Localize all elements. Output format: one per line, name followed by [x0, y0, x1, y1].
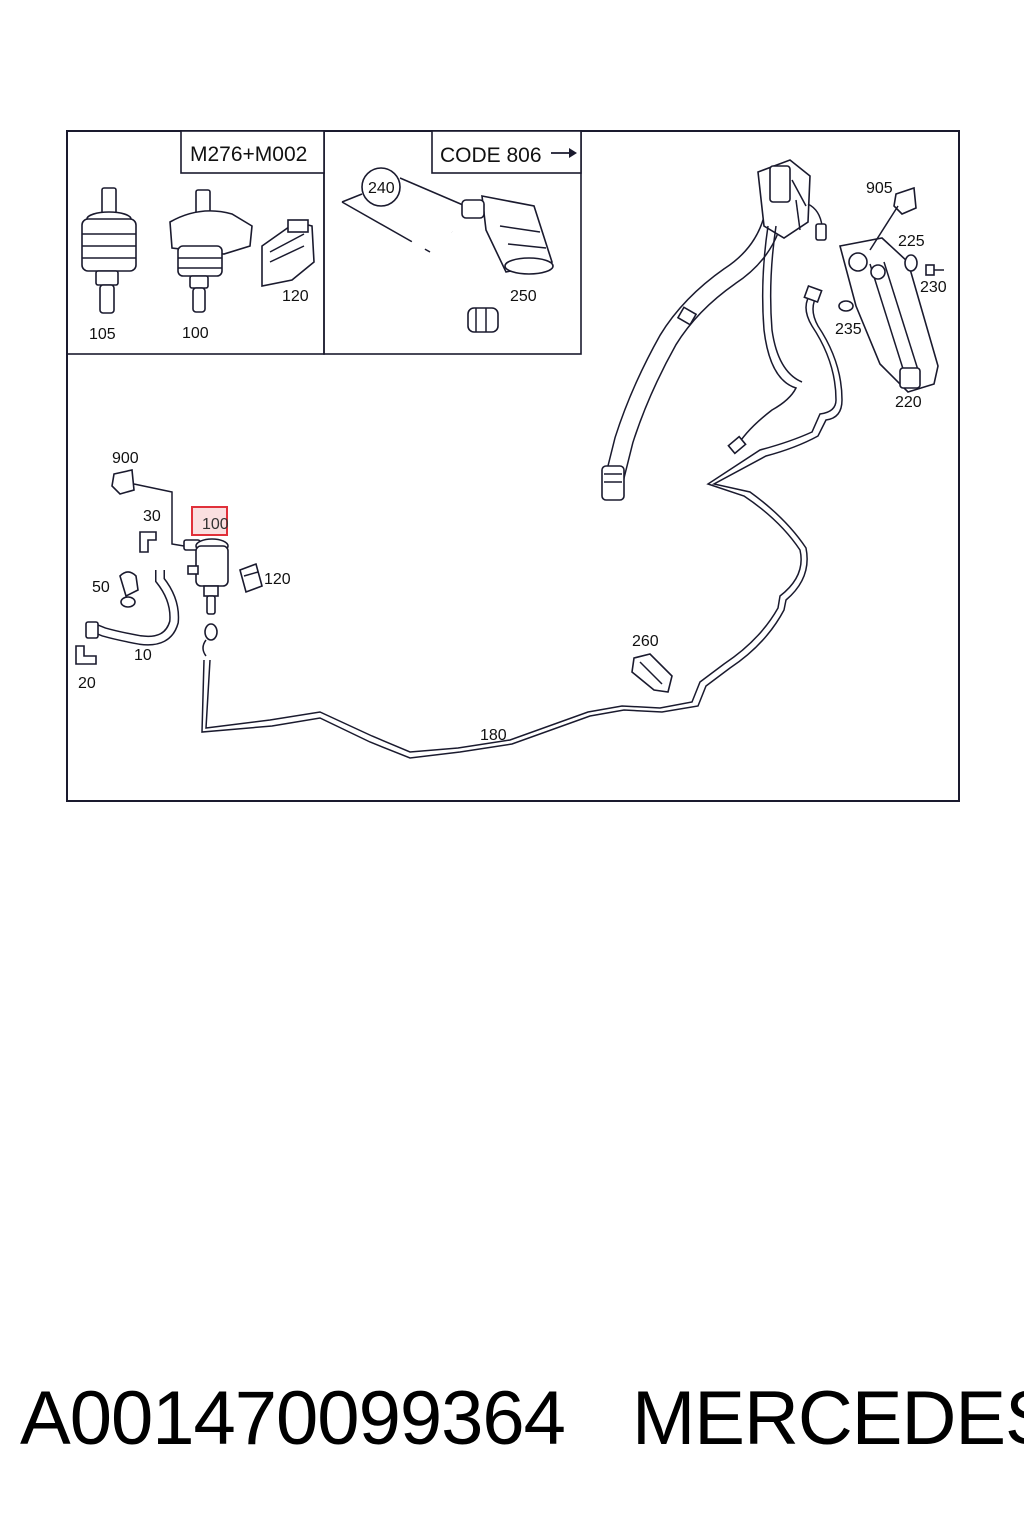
part-number: A001470099364	[20, 1376, 566, 1461]
label-180: 180	[480, 727, 507, 744]
label-100-inset: 100	[182, 325, 209, 342]
right-arrow-icon	[551, 148, 577, 158]
label-100-highlight: 100	[202, 516, 229, 533]
purge-line-drawing	[201, 284, 843, 759]
part-260-drawing	[631, 653, 673, 693]
label-50: 50	[92, 579, 110, 596]
part-225-drawing	[904, 254, 918, 272]
label-225: 225	[898, 233, 925, 250]
label-260: 260	[632, 633, 659, 650]
part-905-drawing	[869, 186, 917, 251]
part-20-drawing	[75, 645, 97, 665]
label-105: 105	[89, 326, 116, 343]
label-10: 10	[134, 647, 152, 664]
label-250: 250	[510, 288, 537, 305]
main-fuel-hose-drawing	[601, 202, 786, 501]
part-100-main-drawing	[183, 538, 229, 615]
part-240-hose-drawing	[405, 223, 499, 333]
inset-left-title: M276+M002	[190, 143, 307, 166]
callout-240-circle	[361, 167, 401, 207]
part-250-drawing	[461, 195, 554, 275]
part-30-drawing	[139, 531, 157, 553]
brand-name: MERCEDES	[632, 1376, 1024, 1461]
label-905: 905	[866, 180, 893, 197]
inset-right-title-box	[431, 130, 582, 174]
caption: A001470099364 MERCEDES	[0, 1375, 1024, 1475]
vent-line-drawing	[727, 225, 803, 455]
inset-right-title: CODE 806	[440, 144, 542, 167]
label-240: 240	[368, 180, 395, 197]
label-20: 20	[78, 675, 96, 692]
filler-neck-drawing	[757, 159, 827, 241]
label-900: 900	[112, 450, 139, 467]
label-220: 220	[895, 394, 922, 411]
part-120-inset-drawing	[261, 219, 315, 287]
label-120-inset: 120	[282, 288, 309, 305]
label-230: 230	[920, 279, 947, 296]
hose-clip-drawing	[202, 623, 218, 657]
part-230-drawing	[925, 264, 944, 276]
part-120-main-drawing	[239, 562, 263, 594]
part-105-drawing	[81, 187, 137, 314]
label-120: 120	[264, 571, 291, 588]
label-235: 235	[835, 321, 862, 338]
parts-diagram: M276+M002 CODE 806 105 100 120 240	[66, 130, 960, 802]
part-235-drawing	[838, 300, 854, 312]
highlight-100-box	[191, 506, 228, 536]
part-100-inset-drawing	[169, 189, 253, 313]
part-50-drawing	[119, 571, 139, 608]
part-220-canister-drawing	[839, 237, 939, 393]
part-10-hose-drawing	[85, 570, 180, 646]
label-30: 30	[143, 508, 161, 525]
part-900-drawing	[111, 469, 185, 547]
inset-left-title-box	[180, 130, 325, 174]
